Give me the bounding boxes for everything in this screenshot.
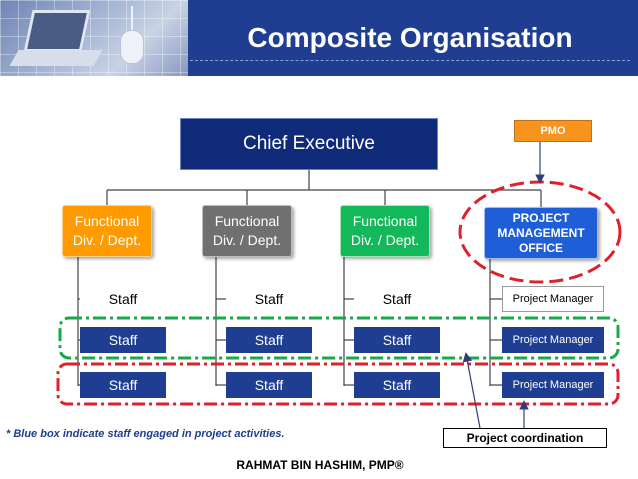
staff-col3-row2: Staff bbox=[354, 327, 440, 353]
staff-col3-row3: Staff bbox=[354, 372, 440, 398]
header-photo bbox=[0, 0, 188, 76]
project-manager-row1: Project Manager bbox=[502, 286, 604, 312]
mouse-cord bbox=[131, 6, 133, 32]
functional-div-2: Functional Div. / Dept. bbox=[202, 205, 292, 257]
staff-col2-row3: Staff bbox=[226, 372, 312, 398]
pmo-box: PMO bbox=[514, 120, 592, 142]
staff-col3-row1: Staff bbox=[354, 286, 440, 312]
staff-col2-row1: Staff bbox=[226, 286, 312, 312]
footnote: * Blue box indicate staff engaged in pro… bbox=[6, 428, 285, 440]
header-bar: Composite Organisation bbox=[0, 0, 638, 76]
project-coordination-label: Project coordination bbox=[443, 428, 607, 448]
functional-div-1: Functional Div. / Dept. bbox=[62, 205, 152, 257]
project-manager-row3: Project Manager bbox=[502, 372, 604, 398]
staff-col1-row1: Staff bbox=[80, 286, 166, 312]
author-credit: RAHMAT BIN HASHIM, PMP® bbox=[236, 458, 404, 472]
chief-executive-box: Chief Executive bbox=[180, 118, 438, 170]
slide-title: Composite Organisation bbox=[247, 22, 573, 53]
project-management-office-box: PROJECT MANAGEMENT OFFICE bbox=[484, 207, 598, 259]
staff-col1-row2: Staff bbox=[80, 327, 166, 353]
functional-div-3: Functional Div. / Dept. bbox=[340, 205, 430, 257]
staff-col2-row2: Staff bbox=[226, 327, 312, 353]
project-manager-row2: Project Manager bbox=[502, 327, 604, 353]
header-divider bbox=[190, 60, 630, 61]
staff-col1-row3: Staff bbox=[80, 372, 166, 398]
mouse-icon bbox=[120, 30, 144, 64]
